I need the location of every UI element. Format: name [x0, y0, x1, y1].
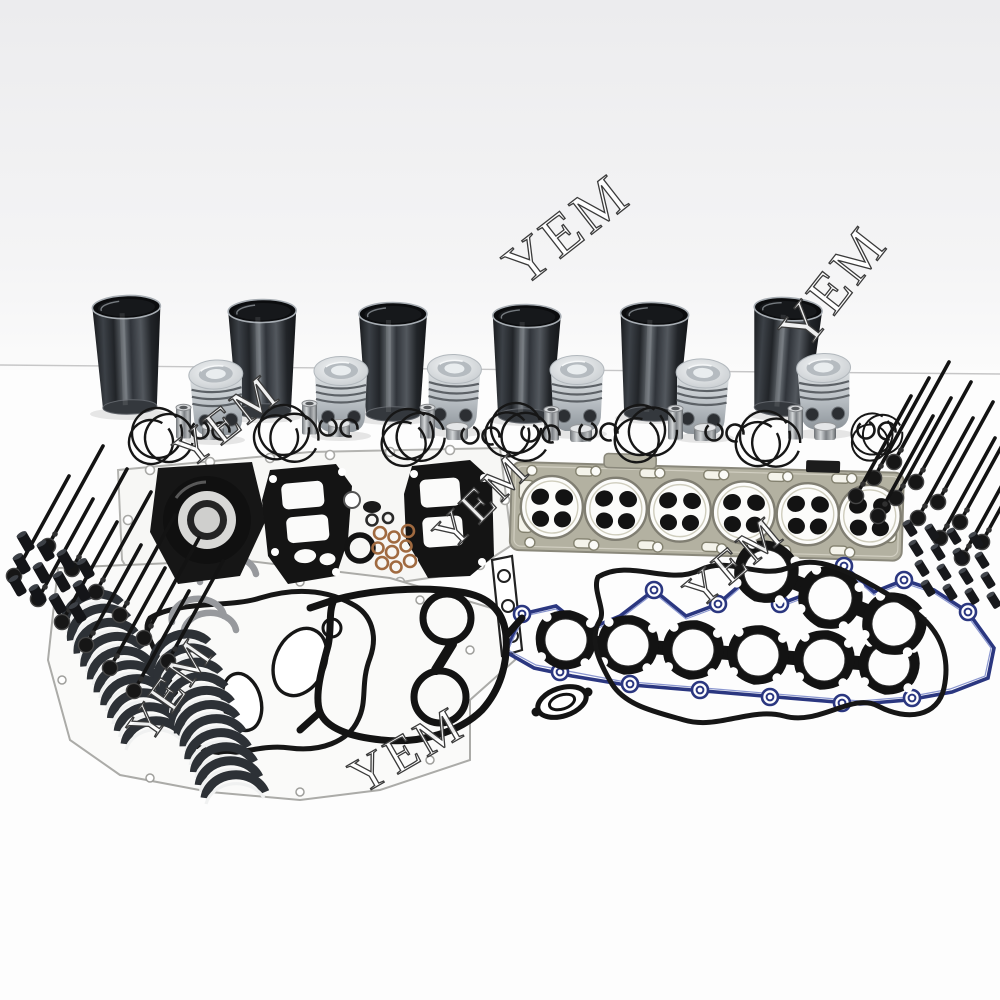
copper-o-rings: [365, 511, 418, 574]
cylinder-head-gasket: [508, 452, 905, 562]
head-gasket-bore-2: [582, 475, 649, 542]
oval-flange-gasket: [531, 684, 593, 720]
rear-main-seal: [150, 462, 266, 584]
cylinder-liner-3: [358, 301, 428, 423]
head-gasket-bore-3: [646, 477, 713, 544]
port-gasket-left: [262, 464, 352, 584]
timing-cover-gasket: [296, 585, 526, 745]
cylinder-liner-1: [91, 293, 165, 417]
exhaust-manifold-gasket-upper: [723, 530, 937, 666]
port-gasket-right: [404, 460, 494, 578]
exhaust-manifold-gasket-lower: [531, 605, 924, 700]
oil-pan-seal-loop-right: [592, 559, 949, 726]
head-gasket-bolt-holes: [524, 464, 858, 559]
piston-6: [794, 351, 854, 432]
